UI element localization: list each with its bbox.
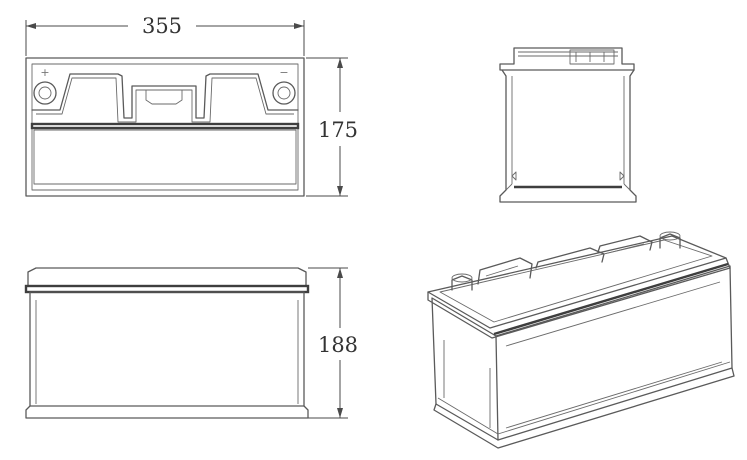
length-label: 355 [142, 14, 182, 38]
isometric-view [427, 231, 735, 449]
front-view [24, 267, 310, 419]
positive-symbol: + [40, 66, 49, 79]
width-dimension: 175 [306, 57, 358, 197]
height-label: 188 [318, 333, 358, 357]
negative-symbol: − [279, 66, 288, 79]
length-dimension: 355 [25, 14, 305, 56]
height-dimension: 188 [308, 267, 358, 419]
width-label: 175 [318, 118, 358, 142]
end-view [499, 47, 637, 203]
top-view: + − [25, 57, 305, 197]
positive-terminal-icon [33, 81, 57, 105]
negative-terminal-icon [272, 81, 296, 105]
